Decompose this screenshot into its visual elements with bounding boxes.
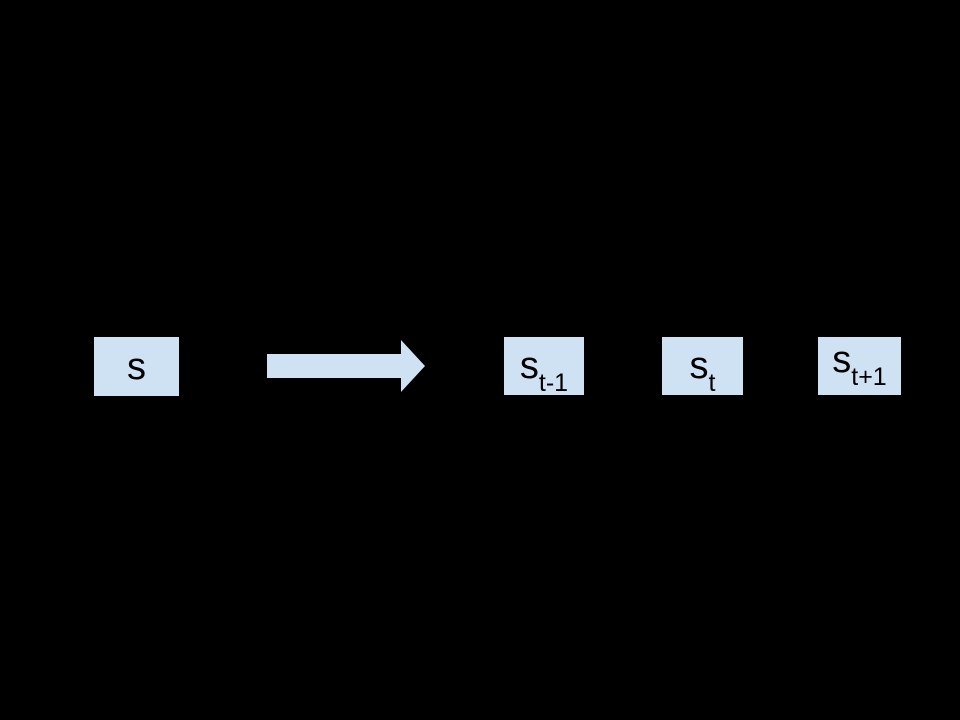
state-subscript: t+1 — [851, 363, 887, 391]
state-box-s-t: st — [662, 337, 743, 396]
state-subscript: t — [708, 369, 716, 397]
state-base-symbol: s — [519, 345, 539, 387]
state-box-s-t-plus-1: st+1 — [818, 337, 901, 395]
state-label: st+1 — [832, 339, 886, 390]
state-base-symbol: s — [689, 345, 709, 387]
state-base-symbol: s — [127, 345, 146, 388]
state-box-s: s — [94, 337, 179, 396]
right-arrow-icon — [267, 340, 425, 392]
state-label: st — [689, 345, 716, 396]
state-label: s — [127, 348, 146, 386]
state-label: st-1 — [519, 345, 568, 396]
state-subscript: t-1 — [538, 369, 569, 397]
state-base-symbol: s — [832, 339, 852, 381]
state-box-s-t-minus-1: st-1 — [504, 337, 584, 396]
